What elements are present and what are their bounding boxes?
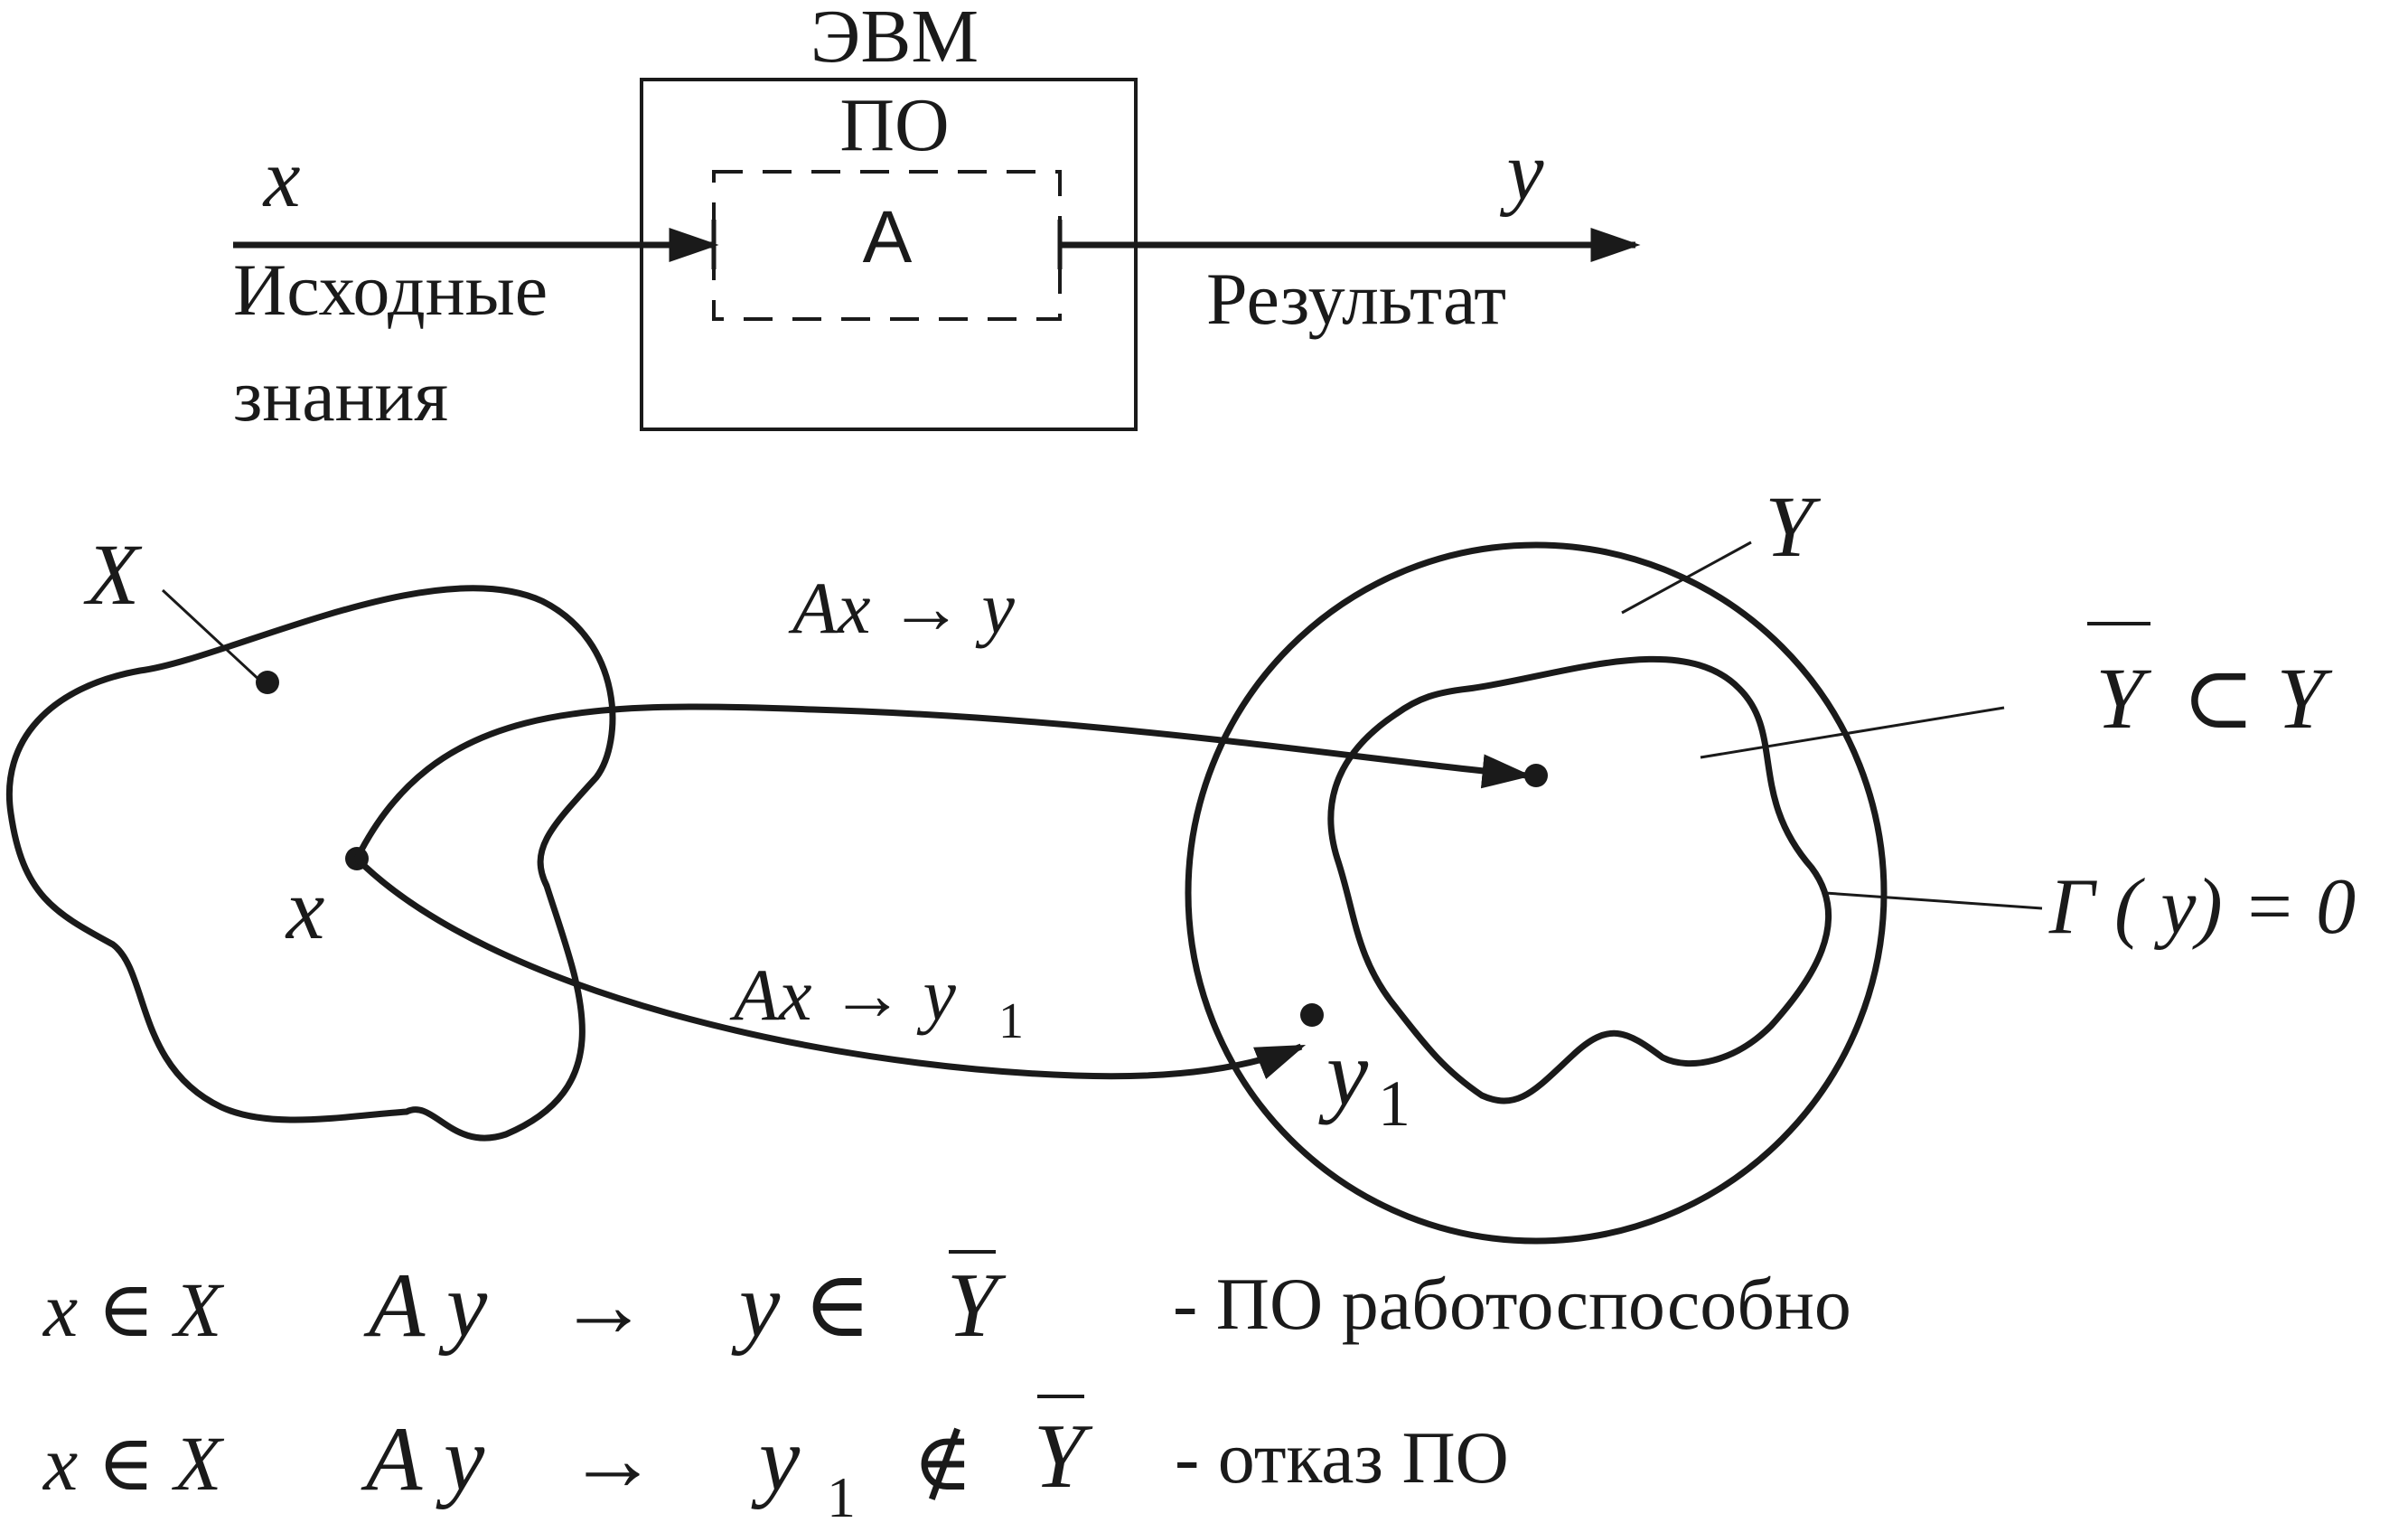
row2-description: - отказ ПО	[1175, 1416, 1509, 1499]
map-wrong-label: Ax → y	[729, 954, 956, 1036]
output-set-leader	[1621, 540, 1752, 615]
condition-row-failure: x ∈ X A y → y 1 ∉ Y - отказ ПО	[42, 1395, 1509, 1529]
map-correct-arrow	[353, 703, 1532, 860]
row1-description: - ПО работоспособно	[1173, 1263, 1851, 1345]
row2-relation: ∉	[913, 1418, 973, 1508]
row1-prefix: x ∈ X	[42, 1266, 225, 1353]
subset-boundary	[1327, 655, 1832, 1104]
output-var: y	[1500, 125, 1544, 217]
row1-result: y ∈	[731, 1255, 871, 1357]
point-x-label: x	[285, 860, 325, 957]
set-mapping: X x Y Y ⊂ Y Γ ( y) = 0 Ax → y Ax → y 1 y…	[6, 478, 2356, 1245]
output-set-boundary	[1185, 541, 1888, 1245]
subset-leader	[1700, 706, 2005, 759]
point-y1-dot	[1300, 1003, 1324, 1027]
boundary-leader	[1824, 891, 2043, 910]
map-wrong-sub: 1	[998, 993, 1024, 1049]
input-set-dot	[256, 671, 279, 694]
software-label: ПО	[839, 83, 949, 167]
map-wrong-arrow	[354, 856, 1307, 1080]
input-var: x	[262, 132, 301, 224]
point-y1-label: y	[1318, 1021, 1369, 1125]
boundary-equation: Γ ( y) = 0	[2048, 863, 2356, 951]
computer-box	[640, 78, 1138, 431]
conditions: x ∈ X A y → y ∈ Y - ПО работоспособно x …	[42, 1250, 1851, 1529]
row2-result: y	[751, 1408, 801, 1510]
row2-result-sub: 1	[827, 1465, 856, 1529]
row1-arrow: →	[558, 1255, 649, 1356]
condition-row-operational: x ∈ X A y → y ∈ Y - ПО работоспособно	[42, 1250, 1851, 1357]
point-y-dot	[1524, 764, 1548, 787]
input-set-label: X	[83, 526, 143, 623]
input-set-leader	[161, 588, 264, 684]
point-y1-sub: 1	[1378, 1067, 1410, 1140]
row2-arrow: →	[567, 1409, 658, 1509]
output-set-label: Y	[1765, 478, 1821, 575]
row1-expr: A y	[363, 1255, 488, 1357]
algorithm-label: A	[863, 196, 913, 278]
block-diagram: ЭВМ ПО A x Исходные знания y Результат	[233, 0, 1641, 437]
input-caption-line1: Исходные	[233, 249, 548, 331]
output-caption: Результат	[1206, 258, 1506, 340]
subset-label: Y	[2095, 650, 2151, 747]
row2-set: Y	[1034, 1405, 1093, 1508]
input-set-boundary	[6, 585, 616, 1142]
computer-label: ЭВМ	[810, 0, 979, 79]
software-box	[712, 170, 1062, 321]
map-correct-label: Ax → y	[788, 567, 1015, 649]
row2-prefix: x ∈ X	[42, 1420, 225, 1507]
row1-set: Y	[947, 1255, 1007, 1357]
subset-relation: ⊂ Y	[2182, 650, 2332, 747]
row2-expr: A y	[361, 1408, 485, 1510]
input-caption-line2: знания	[233, 354, 448, 437]
